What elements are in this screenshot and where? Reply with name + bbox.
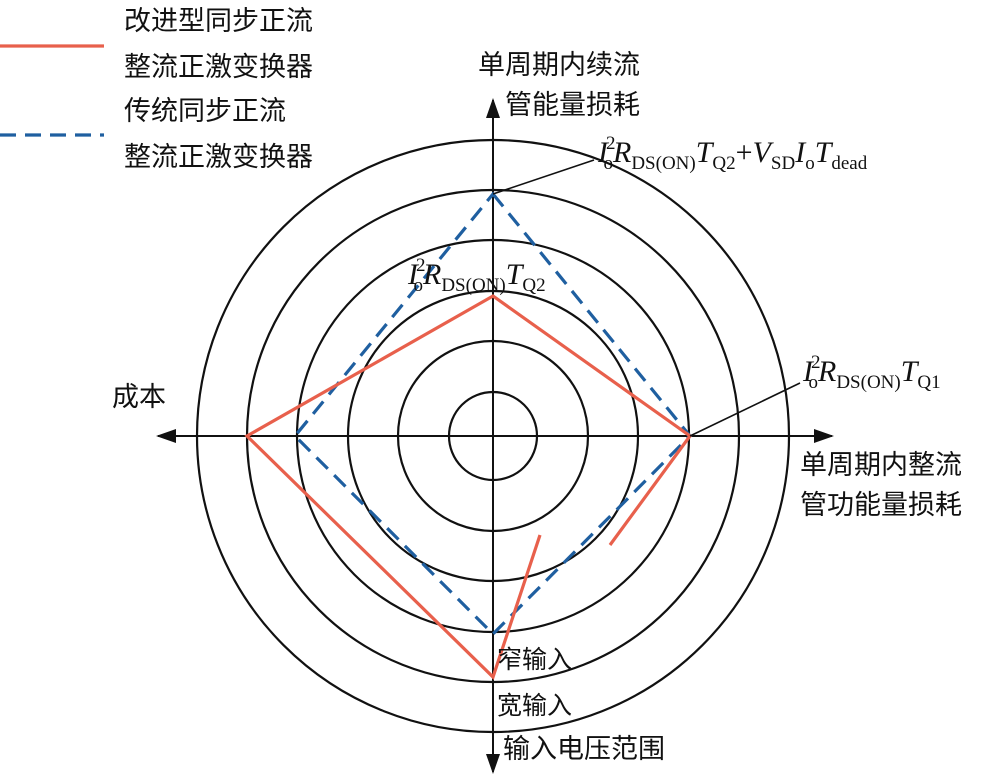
legend-traditional-label-1: 传统同步正流 bbox=[124, 96, 286, 127]
axis-right-label-2: 管功能量损耗 bbox=[800, 490, 962, 521]
improved-converter-polyline bbox=[244, 294, 693, 680]
formula-q2: I2oRDS(ON)TQ2 bbox=[408, 255, 546, 296]
formula-q1: I2oRDS(ON)TQ1 bbox=[803, 352, 941, 393]
axis-bottom-label: 输入电压范围 bbox=[503, 734, 665, 765]
legend-improved-label-2: 整流正激变换器 bbox=[124, 52, 313, 83]
axis-top-label-2: 管能量损耗 bbox=[505, 90, 640, 121]
legend-improved-label-1: 改进型同步正流 bbox=[124, 6, 313, 37]
legend-traditional-label-2: 整流正激变换器 bbox=[124, 142, 313, 173]
axis-top-label-1: 单周期内续流 bbox=[478, 50, 640, 81]
narrow-input-label: 窄输入 bbox=[497, 645, 573, 674]
leader-line-f3 bbox=[689, 382, 801, 437]
axis-left-label: 成本 bbox=[112, 382, 166, 413]
leader-line-f1 bbox=[492, 159, 595, 195]
traditional-converter-polygon bbox=[292, 191, 693, 637]
wide-input-label: 宽输入 bbox=[497, 691, 573, 720]
axis-right-label-1: 单周期内整流 bbox=[800, 450, 962, 481]
formula-q2-plus-dead: I2oRDS(ON)TQ2+VSDIoTdead bbox=[598, 133, 868, 174]
